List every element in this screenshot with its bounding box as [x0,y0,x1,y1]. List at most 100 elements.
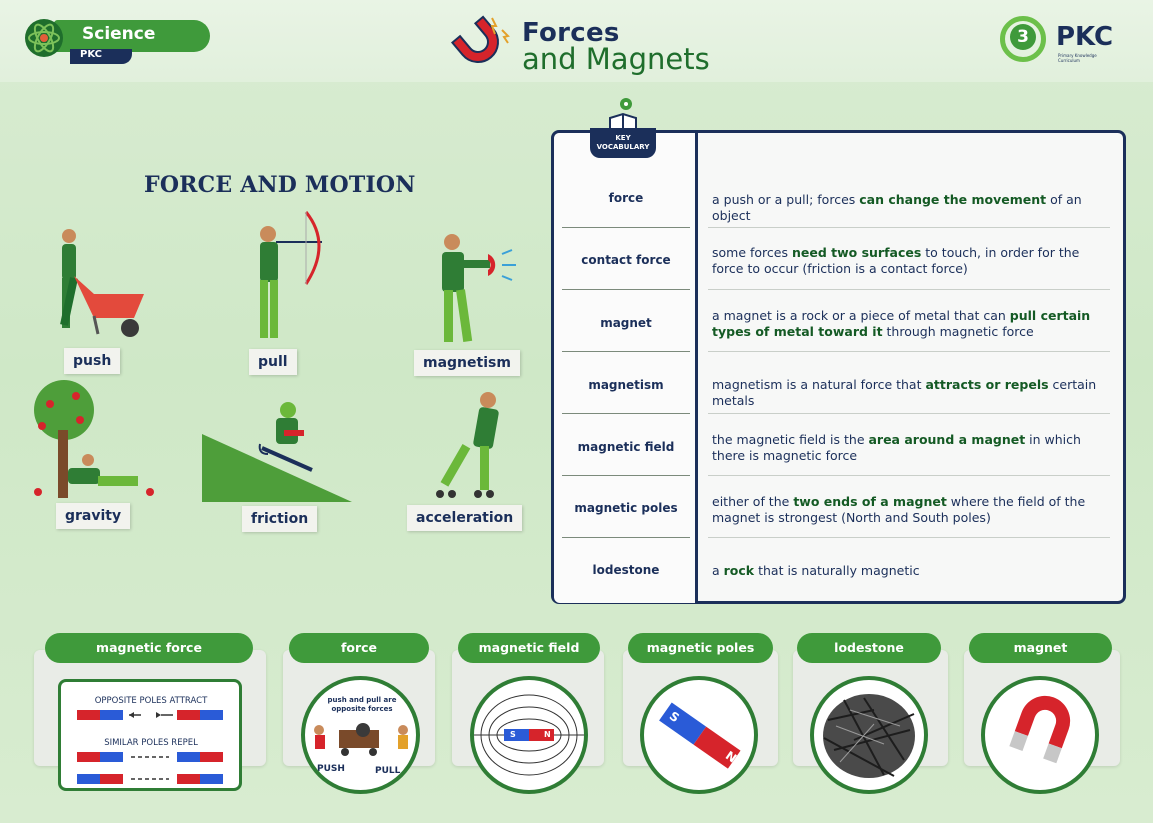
year-number: 3 [1010,24,1036,50]
field-n-label: N [544,730,551,739]
horseshoe-magnet-icon [450,15,510,63]
label-gravity: gravity [56,503,131,529]
label-friction: friction [242,506,318,532]
vocab-term: magnetic field [577,440,675,454]
label-pull: pull [249,349,297,375]
def-text: through magnetic force [882,324,1034,339]
push-caption: PUSH [317,764,345,774]
key-vocabulary-tab: KEY VOCABULARY [590,128,656,158]
repel-magnets-icon [77,752,223,784]
logo-subtext: Primary Knowledge Curriculum [1058,53,1097,63]
force-motion-title: FORCE AND MOTION [144,172,416,198]
vocab-definition: a push or a pull; forces can change the … [712,192,1112,224]
def-text: of an object [712,192,1082,223]
definition-divider [708,351,1110,352]
def-bold: attracts or repels [925,377,1049,392]
push-illustration [60,229,144,337]
definition-divider [708,413,1110,414]
lodestone-circle [810,676,928,794]
card-tab-magnetic-field: magnetic field [458,633,600,663]
acceleration-illustration [436,392,499,498]
def-text: that is naturally magnetic [754,563,920,578]
pkc-logo: 3 PKC Primary Knowledge Curriculum [1000,16,1120,68]
logo-pkc-text: PKC [1056,22,1114,52]
def-bold: pull certain types of metal toward it [712,308,1091,339]
vocab-term: magnetic poles [574,501,678,515]
field-s-label: S [510,730,516,739]
def-bold: area around a magnet [868,432,1026,447]
pkc-pill [70,49,132,64]
card-tab-magnetic-force: magnetic force [45,633,253,663]
magnet-circle [981,676,1099,794]
attract-magnets-icon [77,710,223,720]
definition-divider [708,289,1110,290]
def-text: certain metals [712,377,1097,408]
def-text: the magnetic field is the [712,432,869,447]
vocab-term-column [554,133,698,603]
subject-label: Science [82,24,156,44]
def-bold: two ends of a magnet [793,494,947,509]
vocab-term: magnetism [588,378,664,392]
def-bold: rock [723,563,755,578]
push-pull-cart-icon [314,723,408,756]
attract-heading: OPPOSITE POLES ATTRACT [94,696,208,706]
def-text: to touch, in order for the force to occu… [712,245,1080,276]
vocab-definition: the magnetic field is the area around a … [712,432,1112,464]
atom-icon [25,19,63,57]
term-divider [562,351,690,352]
magnetism-illustration [442,234,516,343]
term-divider [562,289,690,290]
def-bold: can change the movement [859,192,1047,207]
card-tab-lodestone: lodestone [797,633,941,663]
force-circle: push and pull are opposite forces PUSH P… [301,676,420,794]
def-text: magnetism is a natural force that [712,377,926,392]
bar-magnet-icon [659,702,741,769]
science-badge: Science PKC [24,18,210,64]
brand-small-label: PKC [80,49,102,60]
def-text: a magnet is a rock or a piece of metal t… [712,308,1010,323]
vocab-definition: magnetism is a natural force that attrac… [712,377,1112,409]
term-divider [562,537,690,538]
gravity-illustration [34,380,154,498]
vocab-definition: a rock that is naturally magnetic [712,563,1112,579]
vocab-term: lodestone [592,563,660,577]
def-text: either of the [712,494,794,509]
magnetic-poles-circle: S N [640,676,758,794]
def-text: some forces [712,245,792,260]
card-tab-magnet: magnet [969,633,1112,663]
science-pill [54,20,210,52]
def-text: a [712,563,724,578]
label-acceleration: acceleration [407,505,523,531]
def-text: where the field of the magnet is stronge… [712,494,1086,525]
magnetic-field-circle: S N [470,676,588,794]
main-title: Forces and Magnets [448,10,768,76]
vocab-definition: some forces need two surfaces to touch, … [712,245,1112,277]
def-bold: need two surfaces [791,245,922,260]
vocab-definition: either of the two ends of a magnet where… [712,494,1112,526]
definition-divider [708,227,1110,228]
logo-ring [1000,16,1046,62]
term-divider [562,227,690,228]
label-magnetism: magnetism [414,350,520,376]
kv-tab-line1: KEY [615,134,631,142]
vocab-term: contact force [581,253,671,267]
header: Science PKC Forces and Magnets 3 P [0,0,1153,82]
vocab-term: magnet [600,316,652,330]
term-divider [562,413,690,414]
horseshoe-magnet-icon [1009,695,1071,764]
kv-tab-line2: VOCABULARY [596,143,650,151]
def-text: a push or a pull; forces [712,192,860,207]
card-tab-force: force [289,633,429,663]
magnetic-force-diagram: OPPOSITE POLES ATTRACT SIMILAR POLES REP… [58,679,242,791]
friction-illustration [202,402,352,502]
definition-divider [708,475,1110,476]
title-and-magnets: and Magnets [522,42,710,76]
term-divider [562,475,690,476]
repel-heading: SIMILAR POLES REPEL [104,738,198,748]
title-forces: Forces [522,18,620,48]
card-tab-magnetic-poles: magnetic poles [628,633,773,663]
force-caption: push and pull are opposite forces [327,696,397,713]
label-push: push [64,348,121,374]
pull-illustration [260,211,322,338]
